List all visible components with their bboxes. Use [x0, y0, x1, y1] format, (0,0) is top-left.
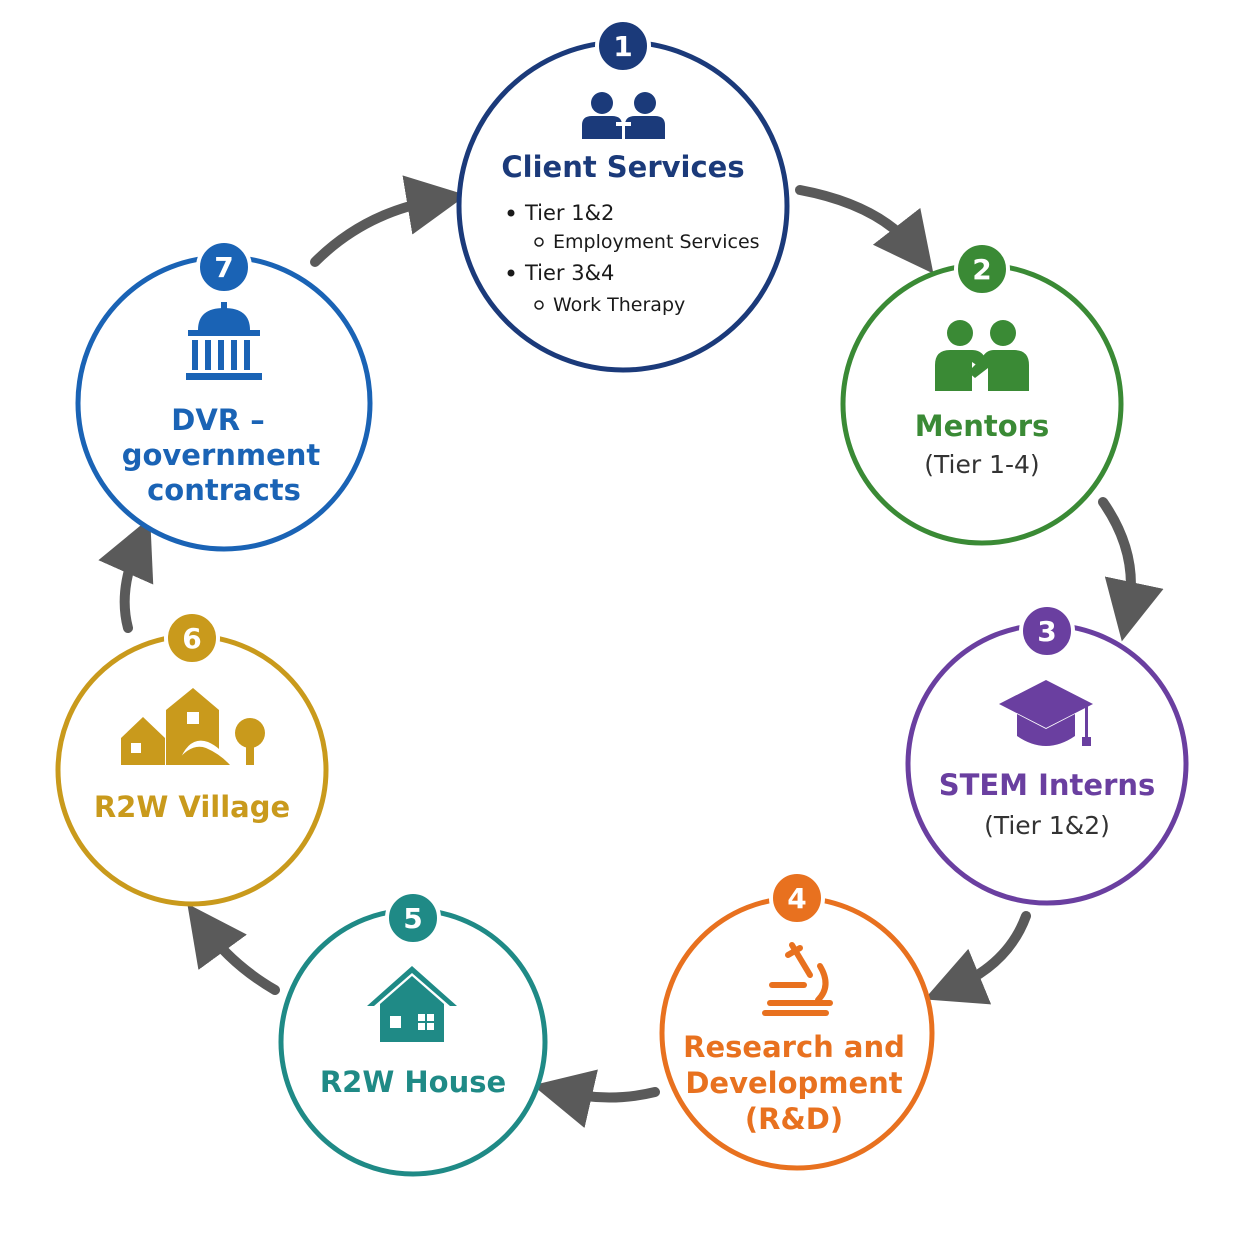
step-badge [1019, 603, 1075, 659]
node-client-services: 1 Client Services Tier 1&2 Employment Se… [456, 18, 790, 373]
step-badge [769, 870, 825, 926]
node-circle [840, 262, 1124, 546]
node-title-line: contracts [147, 473, 301, 507]
node-r2w-village: 6 R2W Village [55, 610, 329, 907]
people-icon [582, 92, 665, 139]
node-title-line: government [122, 438, 321, 472]
sub-bullet-text: Work Therapy [553, 294, 685, 316]
node-circle [905, 622, 1189, 906]
arrow-3-to-4 [924, 911, 1031, 1005]
node-r2w-house: 5 R2W House [278, 890, 548, 1177]
bullet-dot [507, 209, 515, 217]
step-badge [385, 890, 441, 946]
arrow-1-to-2 [795, 185, 934, 274]
mentor-icon [935, 320, 1029, 391]
node-title-line: (R&D) [745, 1102, 843, 1136]
step-number: 5 [403, 902, 422, 935]
sub-bullet-dot [534, 237, 544, 247]
graduation-cap-icon [999, 680, 1093, 746]
bullet-text: Tier 3&4 [524, 261, 614, 285]
node-mentors: 2 Mentors (Tier 1-4) [840, 241, 1124, 546]
house-icon [367, 966, 457, 1042]
step-number: 3 [1037, 615, 1056, 648]
node-title: Mentors [915, 409, 1050, 443]
step-badge [164, 610, 220, 666]
node-title: R2W House [320, 1065, 506, 1099]
village-icon [121, 688, 265, 765]
step-badge [595, 18, 651, 74]
government-building-icon [186, 302, 262, 380]
node-subtitle: (Tier 1&2) [984, 811, 1110, 840]
node-title: R2W Village [94, 790, 290, 824]
sub-bullet-dot [534, 300, 544, 310]
node-title-line: Research and [683, 1030, 905, 1064]
step-number: 2 [972, 253, 991, 286]
arrow-7-to-1 [310, 175, 467, 267]
arrows [98, 175, 1164, 1128]
step-badge [954, 241, 1010, 297]
arrow-2-to-3 [1098, 497, 1164, 642]
node-title-line: DVR – [171, 403, 264, 437]
step-number: 4 [787, 882, 806, 915]
step-number: 1 [613, 30, 632, 63]
node-title: Client Services [501, 150, 744, 184]
arrow-6-to-7 [98, 517, 154, 633]
step-badge [196, 239, 252, 295]
node-title: STEM Interns [939, 768, 1156, 802]
node-title-line: Development [685, 1066, 902, 1100]
step-number: 6 [182, 622, 201, 655]
sub-bullet-text: Employment Services [553, 231, 760, 253]
step-number: 7 [214, 251, 233, 284]
node-circle [55, 633, 329, 907]
node-dvr: 7 DVR – government contracts [75, 239, 373, 552]
bullet-text: Tier 1&2 [524, 201, 614, 225]
node-research-development: 4 Research and Development (R&D) [659, 870, 935, 1171]
bullet-dot [507, 269, 515, 277]
arrow-4-to-5 [532, 1069, 660, 1128]
node-subtitle: (Tier 1-4) [924, 450, 1039, 479]
node-circle [456, 39, 790, 373]
arrow-5-to-6 [187, 903, 280, 995]
node-stem-interns: 3 STEM Interns (Tier 1&2) [905, 603, 1189, 906]
microscope-icon [762, 942, 833, 1016]
